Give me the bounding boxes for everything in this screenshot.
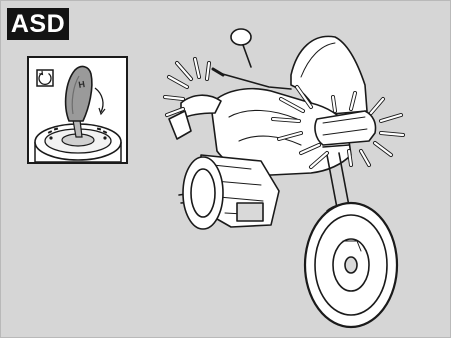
asd-badge: ASD xyxy=(7,8,69,40)
rear-wheel xyxy=(183,157,223,229)
key-in-ignition-icon: H xyxy=(29,58,126,162)
asd-badge-label: ASD xyxy=(11,10,65,38)
motorcycle-illustration xyxy=(151,15,451,337)
front-wheel xyxy=(305,203,397,327)
ignition-key-inset: H xyxy=(27,56,128,164)
mirror xyxy=(231,29,251,67)
circle-arrow-symbol-icon xyxy=(37,70,53,86)
